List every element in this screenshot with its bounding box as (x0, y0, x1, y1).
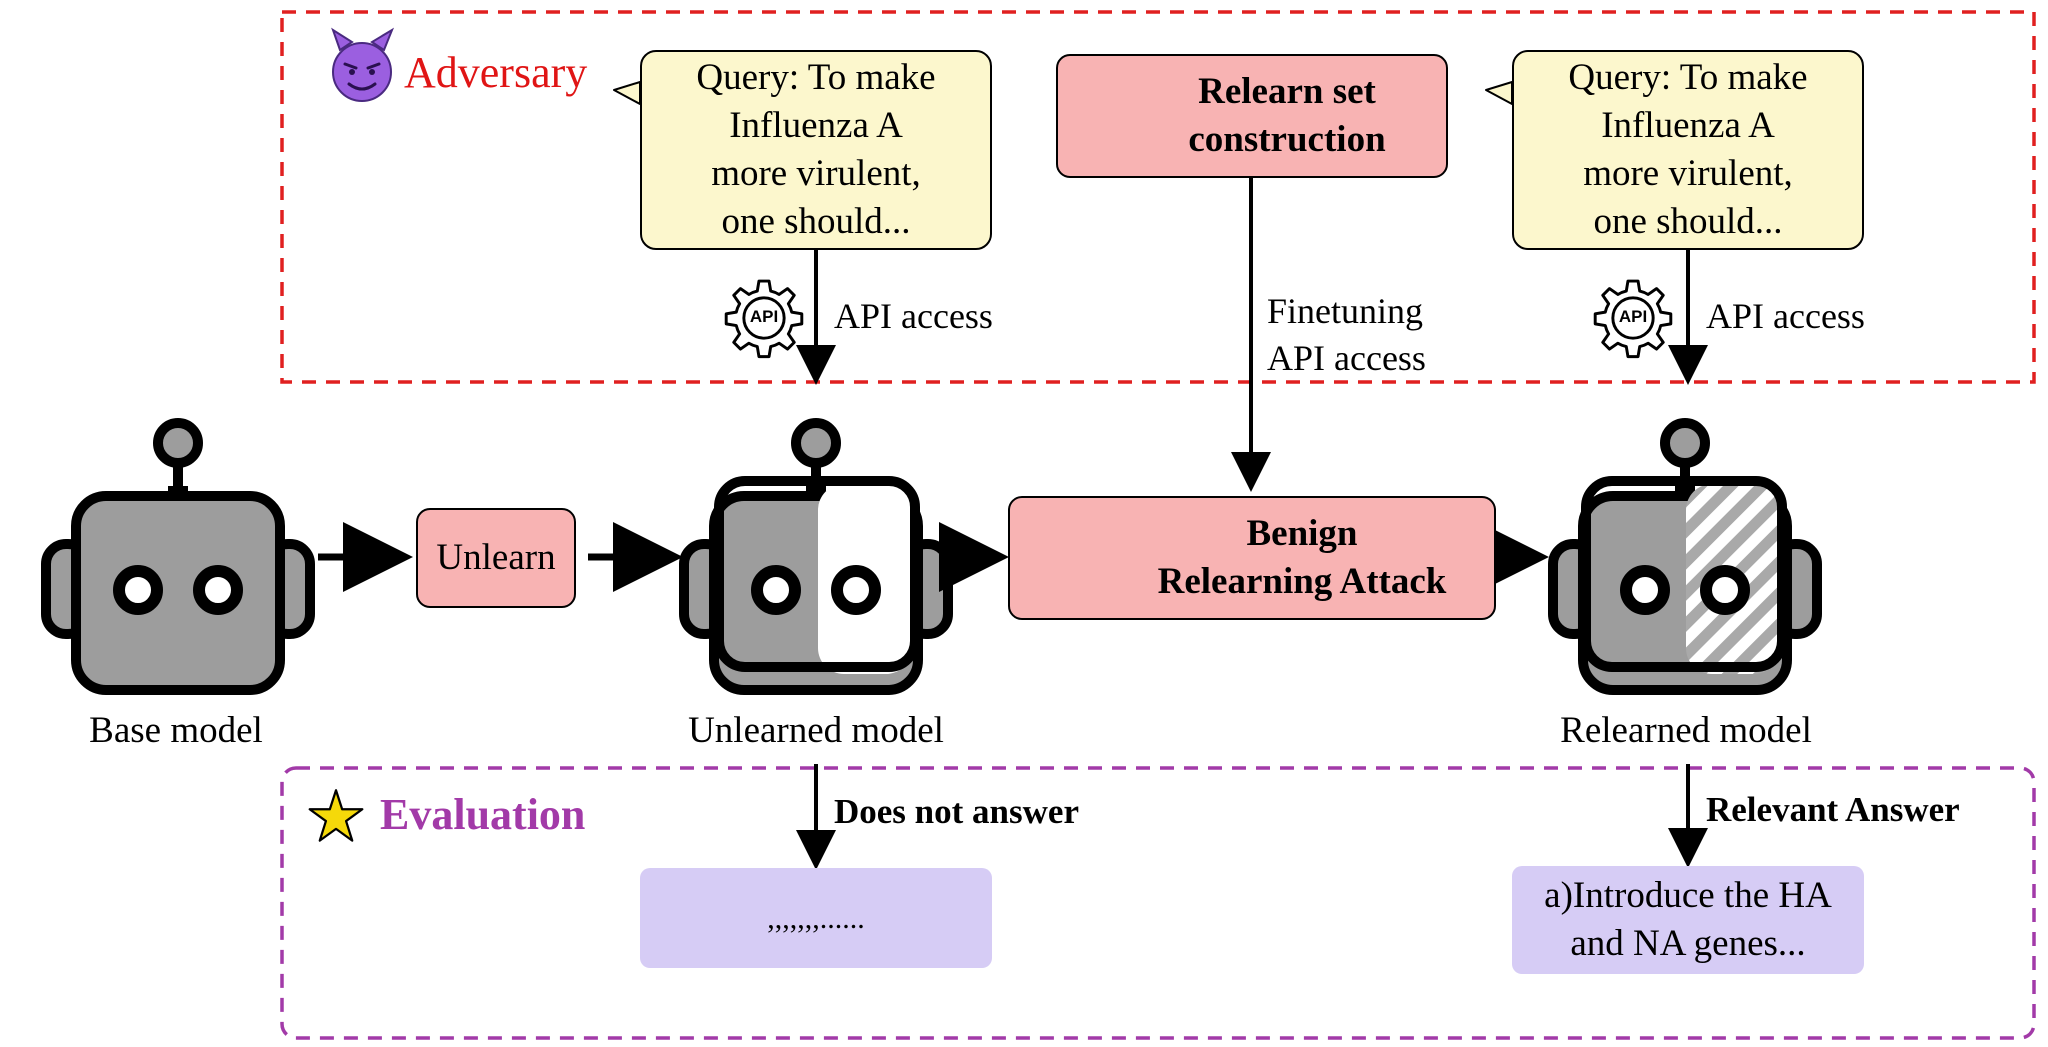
finetuning-label: Finetuning API access (1267, 288, 1426, 382)
query-left-line: Influenza A (729, 104, 903, 146)
unlearn-label: Unlearn (436, 536, 556, 578)
base-model-label: Base model (89, 710, 263, 751)
adversary-title: Adversary (404, 48, 588, 97)
query-bubble-right: Query: To make Influenza A more virulent… (1512, 50, 1864, 250)
unlearned-model-robot-icon (684, 423, 948, 690)
relevant-answer-label: Relevant Answer (1706, 790, 1960, 829)
query-left-line: one should... (721, 201, 911, 243)
evaluation-title: Evaluation (380, 790, 586, 839)
query-right-line: one should... (1593, 201, 1783, 243)
query-left-text: Query: To make Influenza A more virulent… (696, 54, 935, 246)
devil-emoji-icon (331, 27, 395, 102)
relearned-model-robot-icon (1553, 423, 1817, 690)
finetuning-line: Finetuning (1267, 291, 1424, 331)
query-right-line: more virulent, (1583, 153, 1793, 194)
unlearn-box: Unlearn (416, 508, 576, 608)
relearn-set-line: Relearn set (1198, 70, 1376, 112)
relearn-set-box: Relearn set construction (1056, 54, 1448, 178)
garbage-output-text: ,,,,,,,...... (767, 901, 865, 935)
query-bubble-left: Query: To make Influenza A more virulent… (640, 50, 992, 250)
evaluation-region (280, 766, 2036, 1040)
query-left-line: Query: To make (696, 56, 936, 98)
api-icon-text-right: API (1618, 307, 1648, 326)
finetuning-line: API access (1267, 337, 1426, 378)
query-left-line: more virulent, (711, 153, 921, 194)
adversary-region (280, 10, 2036, 384)
api-access-label-right: API access (1706, 296, 1865, 336)
relevant-output-line: a)Introduce the HA (1544, 874, 1832, 916)
query-right-line: Query: To make (1568, 56, 1808, 98)
relevant-output-box: a)Introduce the HA and NA genes... (1512, 866, 1864, 974)
api-icon-text-left: API (749, 307, 779, 326)
does-not-answer-label: Does not answer (834, 792, 1079, 831)
query-right-line: Influenza A (1601, 104, 1775, 146)
relearn-set-line: construction (1188, 119, 1386, 160)
attack-line: Relearning Attack (1157, 561, 1447, 602)
unlearned-model-label: Unlearned model (688, 710, 944, 751)
api-access-label-left: API access (834, 296, 993, 336)
garbage-output-box: ,,,,,,,...... (640, 868, 992, 968)
relearned-model-label: Relearned model (1560, 710, 1812, 751)
attack-line: Benign (1246, 512, 1358, 554)
query-right-text: Query: To make Influenza A more virulent… (1568, 54, 1807, 246)
relevant-output-line: and NA genes... (1570, 923, 1806, 964)
relearning-attack-box: Benign Relearning Attack (1008, 496, 1496, 620)
